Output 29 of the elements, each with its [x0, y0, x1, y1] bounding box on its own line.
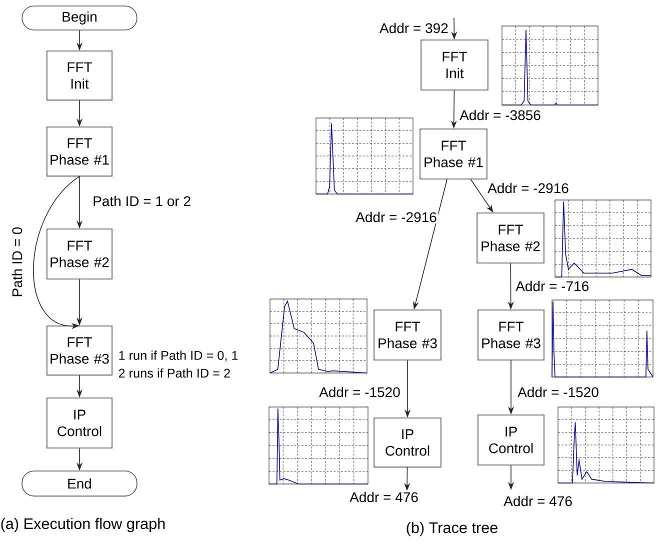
note-text: 2 runs if Path ID = 2 [118, 368, 230, 378]
process-box: FFT Phase #3 [46, 326, 112, 376]
edge-label: Addr = -716 [516, 280, 589, 292]
edge-label: Path ID = 1 or 2 [94, 196, 190, 206]
edge-label: Addr = 392 [380, 22, 448, 34]
edge-label: Path ID = 0 [12, 227, 22, 296]
note-text: 1 run if Path ID = 0, 1 [119, 350, 238, 362]
edge-label: Addr = -2916 [488, 182, 568, 194]
process-box: IP Control [374, 418, 442, 468]
edge-label: Addr = -3856 [460, 110, 540, 120]
edge-label: Addr = 476 [350, 492, 418, 502]
process-box: FFT Phase #3 [374, 310, 442, 360]
terminal-box: Begin [22, 6, 138, 30]
process-box: FFT Init [46, 50, 112, 100]
edge-label: Addr = 476 [504, 496, 572, 506]
terminal-box: End [22, 470, 138, 496]
process-box: FFT Phase #1 [46, 126, 112, 176]
process-box: FFT Init [420, 40, 488, 90]
caption: (b) Trace tree [406, 522, 498, 536]
edge-label: Addr = -1520 [518, 386, 598, 398]
process-box: IP Control [478, 414, 544, 466]
process-box: FFT Phase #1 [420, 128, 488, 180]
caption: (a) Execution flow graph [1, 518, 165, 532]
edge-label: Addr = -2916 [356, 212, 436, 222]
process-box: FFT Phase #3 [478, 310, 544, 360]
edge-label: Addr = -1520 [319, 386, 400, 398]
process-box: FFT Phase #2 [476, 212, 544, 264]
process-box: IP Control [46, 398, 112, 448]
process-box: FFT Phase #2 [46, 228, 112, 280]
